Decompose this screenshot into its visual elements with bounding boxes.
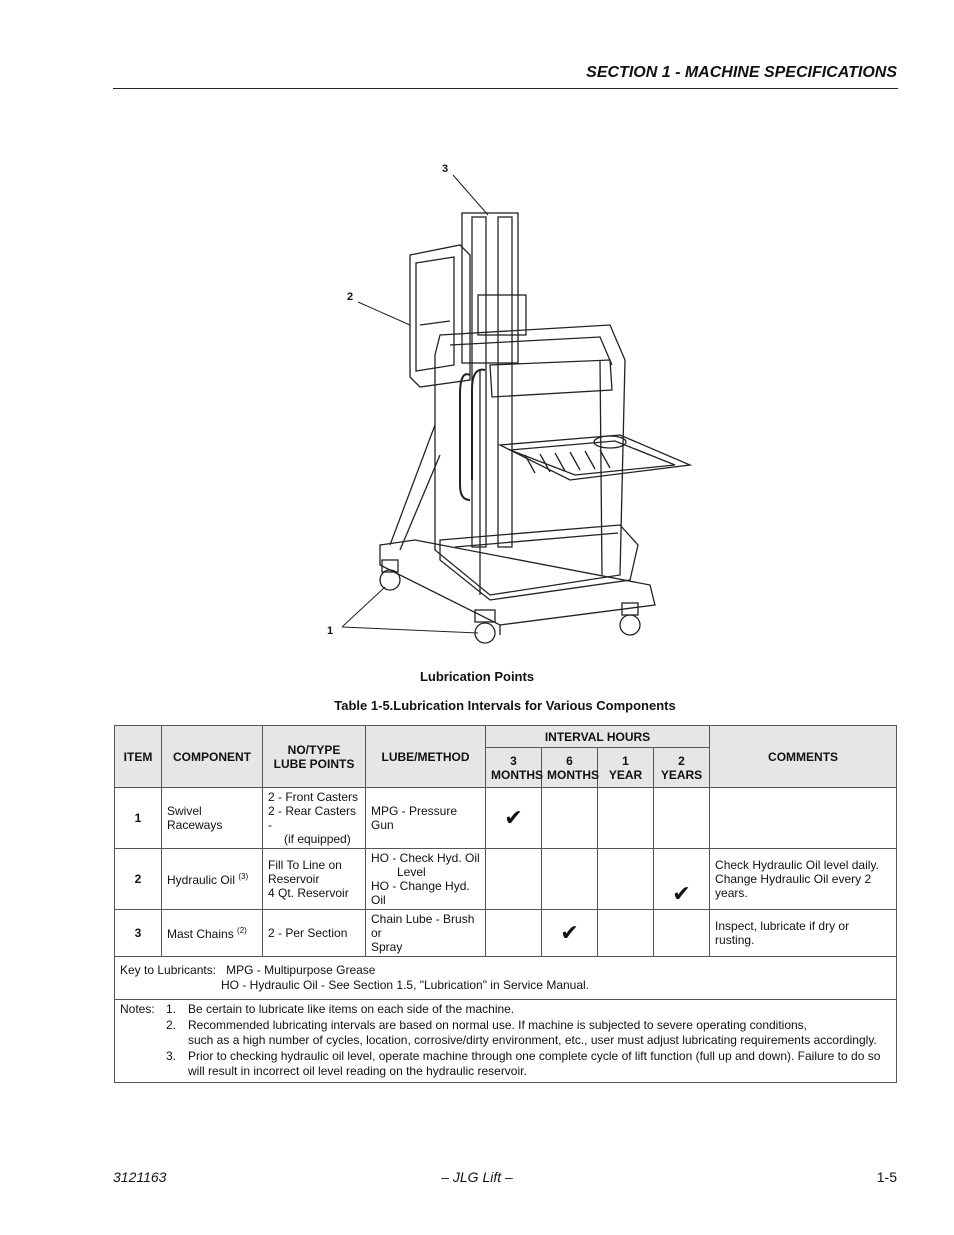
row2-lube-points: Fill To Line on Reservoir 4 Qt. Reservoi… [262, 848, 366, 910]
figure-caption: Lubrication Points [419, 669, 535, 684]
row2-points-line3: 4 Qt. Reservoir [268, 886, 349, 900]
table-row: 3 Mast Chains (2) 2 - Per Section Chain … [114, 909, 898, 957]
header-6-months-unit: MONTHS [547, 767, 599, 782]
header-interval-hours: INTERVAL HOURS [484, 725, 711, 748]
note-3-text: Prior to checking hydraulic oil level, o… [188, 1048, 881, 1079]
header-lube-method: LUBE/METHOD [365, 725, 486, 788]
row2-comment-line2: Change Hydraulic Oil every 2 [715, 872, 872, 886]
row2-3-months [485, 848, 542, 910]
header-lube-points: NO/TYPE LUBE POINTS [262, 725, 366, 788]
table-caption: Table 1-5.Lubrication Intervals for Vari… [334, 698, 676, 713]
header-1-year-num: 1 [622, 753, 629, 768]
header-3-months-num: 3 [510, 753, 517, 768]
row1-points-line3: (if equipped) [284, 832, 351, 846]
note-2-text-cont: such as a high number of cycles, locatio… [188, 1033, 877, 1047]
row3-check-6-months: ✔ [541, 909, 598, 957]
footer-brand: – JLG Lift – [441, 1169, 513, 1185]
row3-2-years [652, 909, 711, 957]
header-6-months-num: 6 [566, 753, 573, 768]
header-lube-points-line1: NO/TYPE [287, 742, 341, 757]
row1-1-year [597, 787, 654, 849]
row2-method-line3: HO - Change Hyd. Oil [371, 879, 470, 907]
note-1-num: 1. [166, 1002, 177, 1016]
key-to-lubricants: Key to Lubricants: MPG - Multipurpose Gr… [113, 956, 898, 1000]
row1-component: Swivel Raceways [161, 787, 263, 849]
row3-3-months [485, 909, 542, 957]
page-number: 1-5 [876, 1169, 897, 1185]
header-2-years-num: 2 [678, 753, 685, 768]
row3-component: Mast Chains (2) [161, 909, 263, 957]
row2-points-line1: Fill To Line on [268, 858, 342, 872]
row2-6-months [541, 848, 598, 910]
doc-number: 3121163 [113, 1169, 167, 1185]
row2-component-text: Hydraulic Oil [167, 872, 236, 887]
row2-comment-line3: years. [715, 886, 748, 900]
row3-method-line1: Chain Lube - Brush or [371, 912, 475, 940]
row2-1-year [597, 848, 654, 910]
callout-2: 2 [347, 291, 354, 303]
note-2-text: Recommended lubricating intervals are ba… [188, 1017, 808, 1032]
table-row: 2 Hydraulic Oil (3) Fill To Line on Rese… [114, 848, 898, 910]
callout-3: 3 [442, 163, 449, 175]
notes: Notes: 1. Be certain to lubricate like i… [113, 999, 898, 1083]
notes-label: Notes: [120, 1002, 155, 1016]
row3-component-note: (2) [237, 925, 247, 935]
row2-comments: Check Hydraulic Oil level daily. Change … [709, 848, 898, 910]
row3-item: 3 [114, 909, 162, 957]
row1-comments [709, 787, 898, 849]
row1-item: 1 [114, 787, 162, 849]
lubrication-figure: 3 2 1 [320, 155, 700, 655]
key-label: Key to Lubricants: [120, 962, 217, 977]
row2-method: HO - Check Hyd. Oil Level HO - Change Hy… [365, 848, 486, 910]
callout-1: 1 [327, 625, 334, 637]
row3-component-text: Mast Chains [167, 926, 234, 941]
row2-check-2-years: ✔ [652, 848, 711, 910]
row3-method-line2: Spray [371, 940, 403, 954]
row2-method-line1: HO - Check Hyd. Oil [371, 851, 480, 865]
row2-component: Hydraulic Oil (3) [161, 848, 263, 910]
lift-drawing [341, 174, 693, 644]
row1-check-3-months: ✔ [485, 787, 542, 849]
lubrication-table: ITEM COMPONENT NO/TYPE LUBE POINTS LUBE/… [113, 725, 898, 1083]
row2-points-line2: Reservoir [268, 872, 320, 886]
row2-comment-line1: Check Hydraulic Oil level daily. [715, 858, 879, 872]
header-rule [113, 88, 898, 89]
key-line2: HO - Hydraulic Oil - See Section 1.5, "L… [221, 978, 590, 992]
row1-2-years [652, 787, 711, 849]
key-line1: MPG - Multipurpose Grease [226, 962, 376, 977]
row2-component-note: (3) [238, 871, 249, 881]
header-item: ITEM [114, 725, 162, 788]
row2-item: 2 [114, 848, 162, 910]
note-3-num: 3. [166, 1048, 177, 1063]
header-1-year-unit: YEAR [608, 767, 643, 782]
key-row: Key to Lubricants: MPG - Multipurpose Gr… [113, 956, 898, 1000]
row3-comments: Inspect, lubricate if dry or rusting. [709, 909, 898, 957]
header-lube-points-line2: LUBE POINTS [273, 756, 355, 771]
notes-row: Notes: 1. Be certain to lubricate like i… [113, 999, 898, 1083]
row2-method-line2: Level [397, 865, 426, 879]
note-1-text: Be certain to lubricate like items on ea… [188, 1002, 515, 1016]
row3-1-year [597, 909, 654, 957]
header-component: COMPONENT [161, 725, 263, 788]
section-title: SECTION 1 - MACHINE SPECIFICATIONS [586, 64, 897, 81]
row1-points-line1: 2 - Front Casters [268, 790, 359, 804]
table-row: 1 Swivel Raceways 2 - Front Casters 2 - … [114, 787, 898, 849]
note-2-num: 2. [166, 1017, 177, 1032]
header-comments: COMMENTS [709, 725, 898, 788]
row1-points-line2: 2 - Rear Casters - [268, 804, 357, 832]
row3-method: Chain Lube - Brush or Spray [365, 909, 486, 957]
row3-lube-points: 2 - Per Section [262, 909, 366, 957]
row1-lube-points: 2 - Front Casters 2 - Rear Casters - (if… [262, 787, 366, 849]
header-3-months-unit: MONTHS [491, 767, 543, 782]
row1-method: MPG - Pressure Gun [365, 787, 486, 849]
header-2-years-unit: YEARS [660, 767, 703, 782]
row1-6-months [541, 787, 598, 849]
